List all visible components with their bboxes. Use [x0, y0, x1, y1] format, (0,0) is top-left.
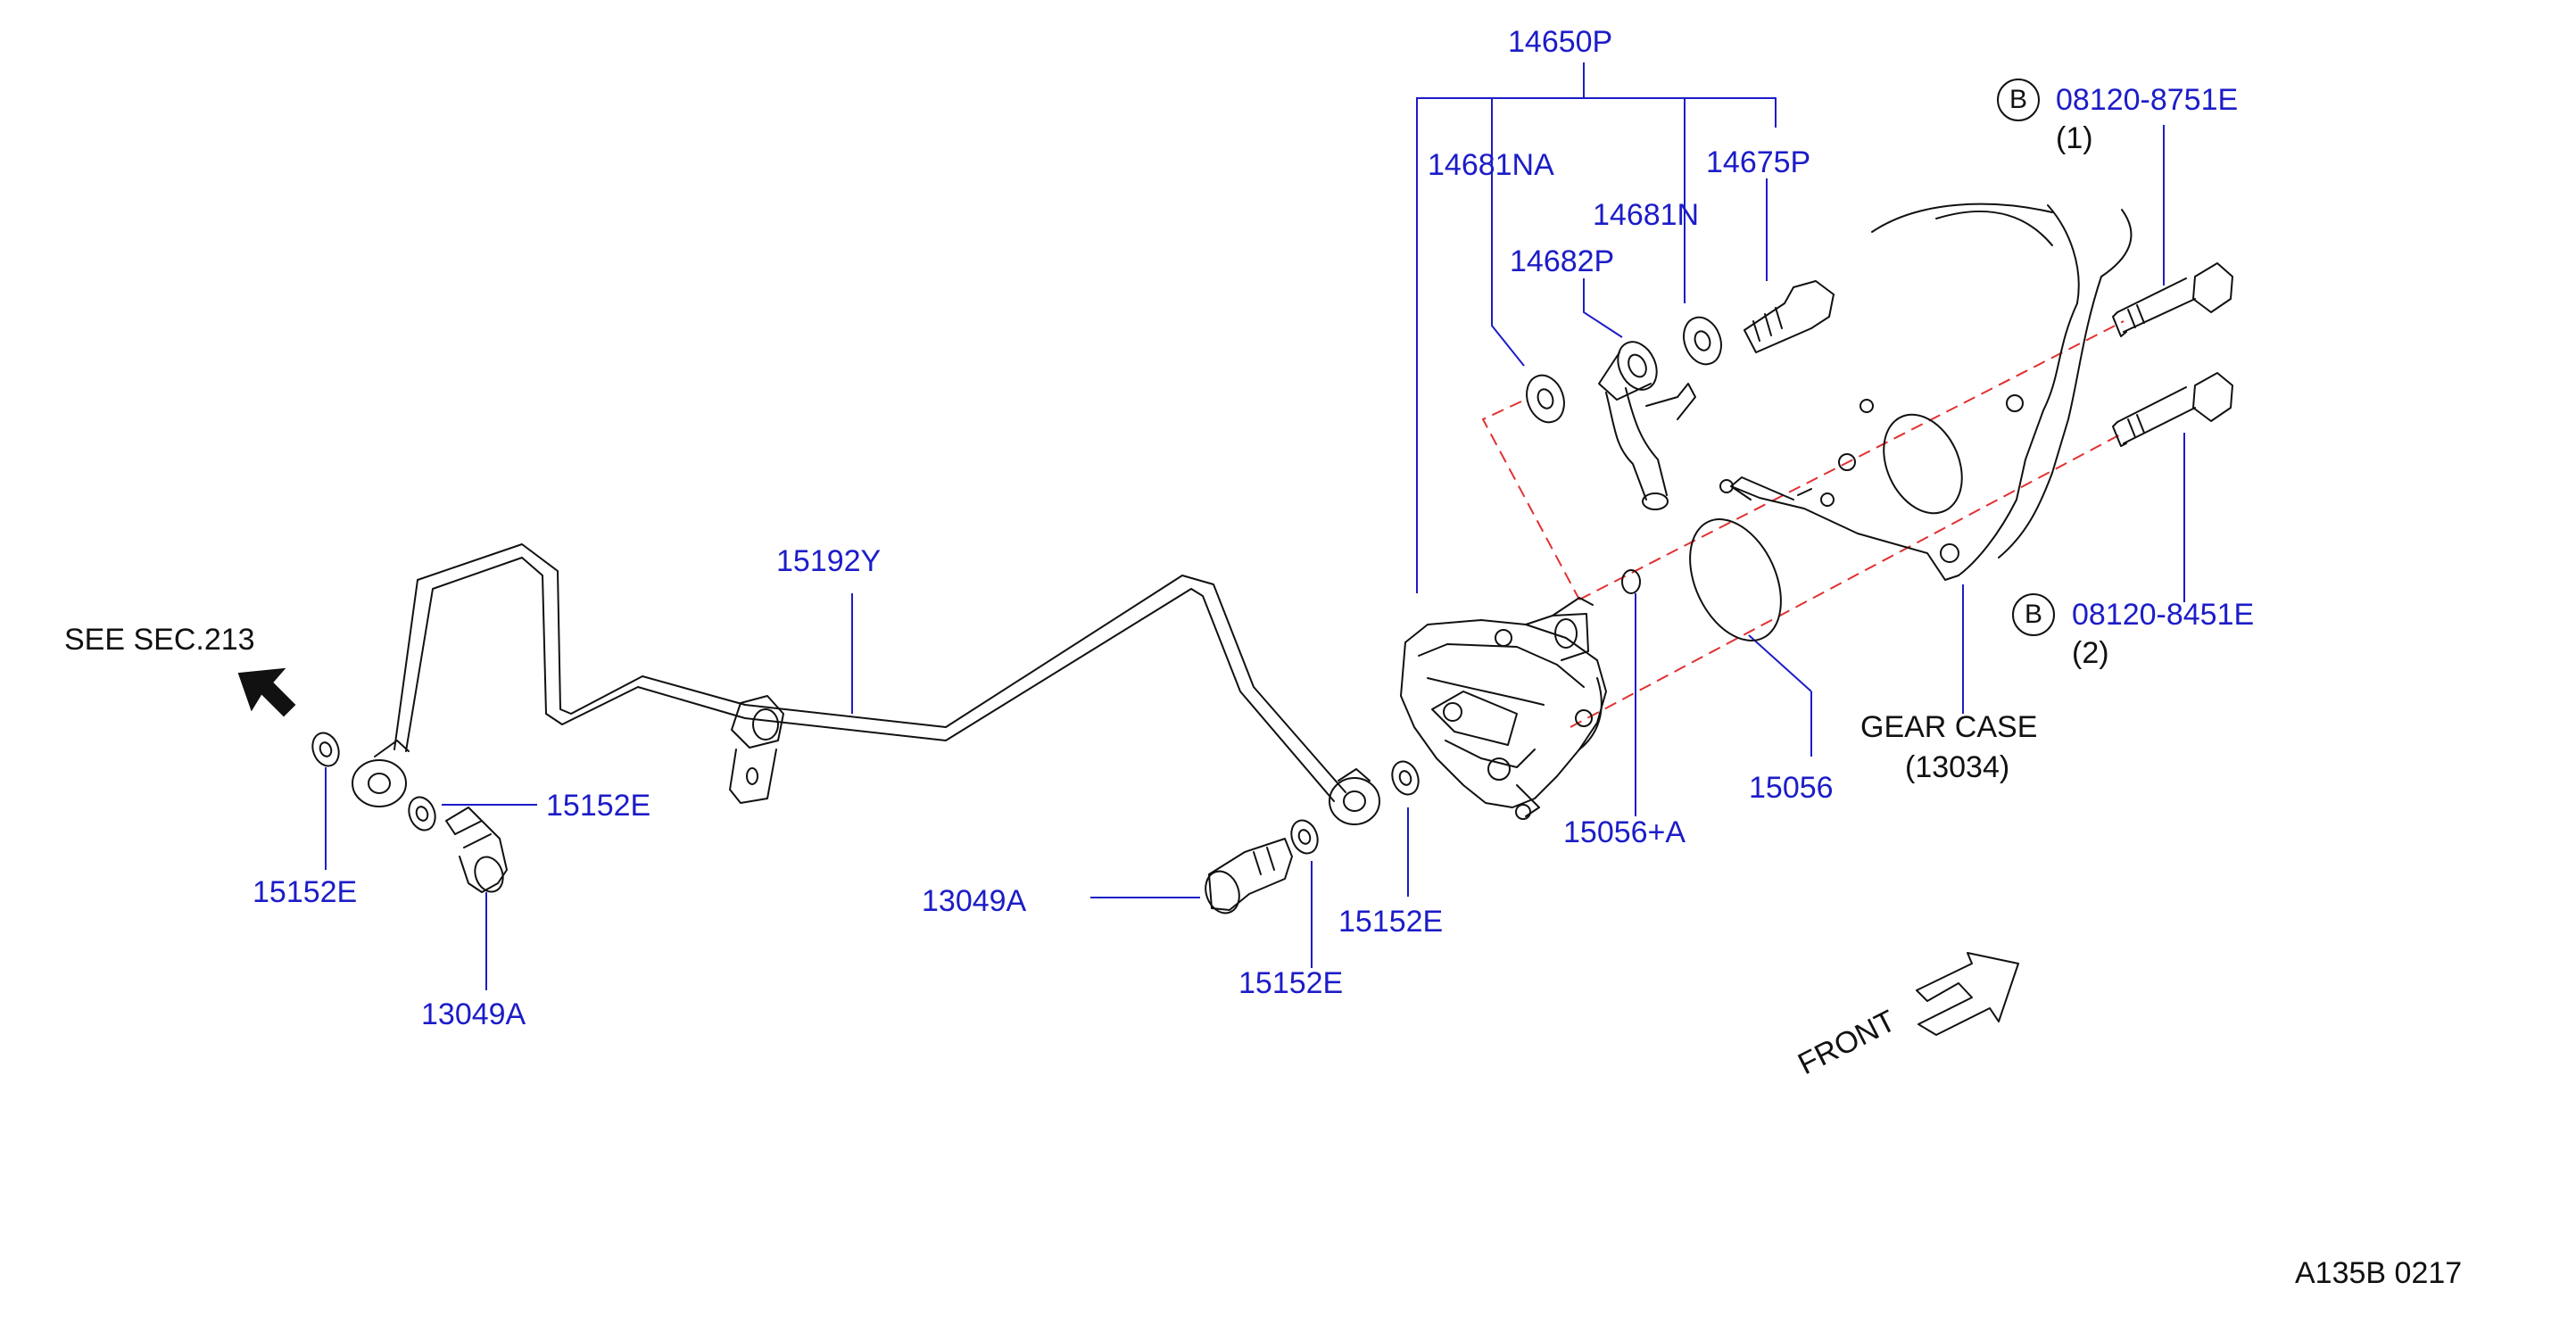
label-15192Y: 15192Y — [776, 544, 882, 578]
label-14675P: 14675P — [1706, 145, 1811, 179]
label-15152E-b: 15152E — [253, 875, 358, 909]
label-14650P: 14650P — [1508, 25, 1613, 59]
front-arrow-outline — [1916, 952, 2019, 1036]
label-bolt-08120-8751E: 08120-8751E — [2056, 83, 2239, 117]
diagram-code: A135B 0217 — [2295, 1256, 2463, 1290]
label-bolt1-qty: (1) — [2056, 121, 2093, 155]
label-15152E-a: 15152E — [546, 789, 651, 823]
leader-lines — [325, 62, 2185, 990]
label-15152E-d: 15152E — [1238, 966, 1344, 1000]
oil-pipe-drawing — [352, 543, 1380, 825]
see-sec-arrow-icon — [237, 667, 296, 717]
gear-case-drawing — [1719, 203, 2133, 581]
eye-bolt-left-drawing — [445, 807, 508, 893]
bolt-upper — [2112, 262, 2233, 337]
label-bolt-08120-8451E: 08120-8451E — [2072, 598, 2255, 632]
label-see-sec: SEE SEC.213 — [64, 623, 255, 657]
label-14681NA: 14681NA — [1428, 148, 1554, 182]
bolt-lower — [2112, 372, 2233, 447]
vacuum-pump-drawing — [1400, 597, 1607, 820]
bolt-badge-b-lower: B — [2012, 593, 2055, 636]
label-gear-case: GEAR CASE — [1860, 710, 2038, 744]
label-14682P: 14682P — [1510, 244, 1615, 278]
label-15056: 15056 — [1749, 771, 1834, 805]
label-15152E-c: 15152E — [1338, 905, 1444, 939]
eye-bolt-right-drawing — [1205, 838, 1293, 914]
phantom-lines — [1481, 320, 2125, 728]
label-14681N: 14681N — [1593, 198, 1700, 232]
drawing — [311, 203, 2233, 1036]
union-drawing — [1598, 341, 1696, 510]
label-bolt2-qty: (2) — [2072, 636, 2109, 670]
label-gear-case-number: (13034) — [1905, 750, 2010, 784]
label-15056-A: 15056+A — [1563, 815, 1686, 849]
label-13049A-left: 13049A — [421, 997, 526, 1031]
bolt-badge-b-upper: B — [1997, 79, 2040, 121]
label-13049A-right: 13049A — [922, 884, 1027, 918]
plug-drawing — [1744, 280, 1835, 353]
